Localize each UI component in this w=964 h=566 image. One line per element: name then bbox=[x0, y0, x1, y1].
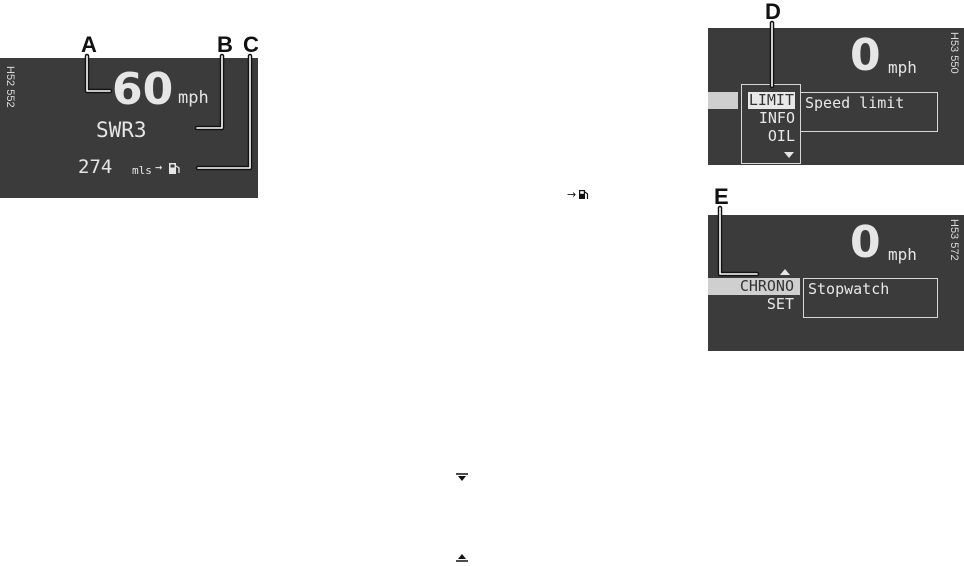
range-unit: mls bbox=[132, 164, 152, 177]
arrow-glyph: → bbox=[155, 160, 162, 174]
function-label: Stopwatch bbox=[808, 280, 889, 298]
display-panel-menu-chrono: H53 572 0 mph CHRONO SET Stopwatch bbox=[708, 215, 964, 351]
selection-bar bbox=[708, 92, 738, 109]
figure-code: H52 552 bbox=[4, 66, 16, 108]
speed-unit: mph bbox=[888, 58, 917, 77]
speed-unit: mph bbox=[178, 88, 209, 108]
menu-item-set: SET bbox=[767, 296, 794, 313]
display-panel-menu-limit: H53 550 0 mph LIMIT INFO OIL Speed limit bbox=[708, 28, 964, 165]
range-value: 274 bbox=[78, 156, 112, 178]
speed-value: 60 bbox=[112, 66, 173, 114]
scroll-up-icon bbox=[455, 553, 469, 562]
callout-b: B bbox=[217, 34, 233, 56]
callout-d: D bbox=[765, 1, 781, 23]
speed-value: 0 bbox=[850, 219, 881, 267]
scroll-down-icon bbox=[455, 473, 469, 482]
menu-item-chrono: CHRONO bbox=[740, 278, 794, 295]
callout-e: E bbox=[714, 186, 729, 208]
display-panel-speed: H52 552 60 mph SWR3 274 mls → bbox=[0, 58, 258, 198]
function-label: Speed limit bbox=[805, 94, 904, 112]
menu-frame bbox=[741, 84, 801, 164]
callout-c: C bbox=[243, 34, 259, 56]
speed-unit: mph bbox=[888, 245, 917, 264]
scroll-up-icon bbox=[780, 269, 790, 276]
fuel-pump-icon bbox=[168, 162, 181, 175]
inline-arrow: → bbox=[567, 188, 576, 201]
figure-code: H53 550 bbox=[948, 32, 960, 74]
callout-a: A bbox=[81, 34, 97, 56]
figure-code: H53 572 bbox=[948, 219, 960, 261]
fuel-pump-icon bbox=[578, 189, 589, 200]
station-name: SWR3 bbox=[96, 118, 147, 142]
speed-value: 0 bbox=[850, 32, 881, 80]
